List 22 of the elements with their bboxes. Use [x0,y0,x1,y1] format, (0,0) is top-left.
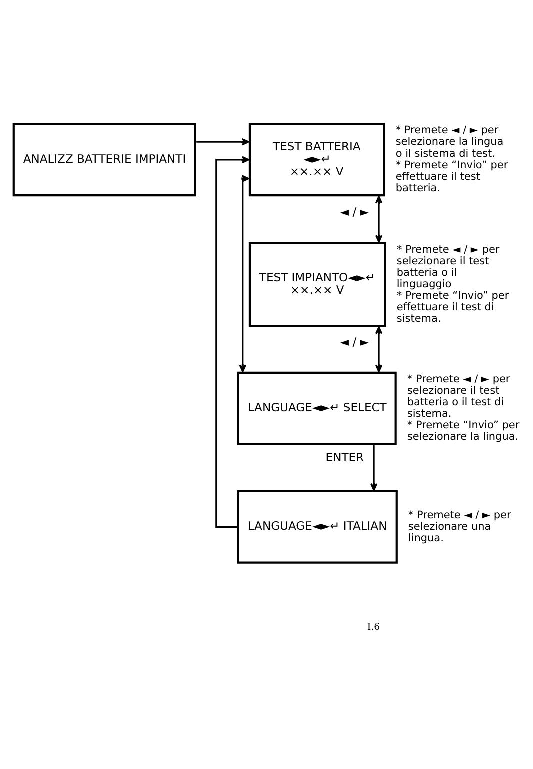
node-box: LANGUAGE◄►↵ ITALIAN [237,490,398,564]
edge-label: ENTER [326,450,364,464]
arrow [216,156,250,528]
arrow [375,326,383,372]
node-label: * Premete “Invio” per selezionare la lingua. [407,419,520,443]
node-label: * Premete ◄ / ► per selezionare il test batteria o il linguaggio [396,243,500,290]
node-box: TEST IMPIANTO◄►↵ ××.×× V [248,242,386,327]
node-label: * Premete ◄ / ► per selezionare una lingua. [408,508,512,544]
node-label: * Premete “Invio” per effettuare il test di sistema. [396,289,510,325]
edge-label: ◄ / ► [340,204,370,219]
arrow [239,174,250,372]
node-label: * Premete ◄ / ► per selezionare il test batteria o il test di sistema. [407,372,510,420]
arrow [370,444,378,491]
node-box: ANALIZZ BATTERIE IMPIANTI [12,122,196,196]
edge-label: ◄ / ► [340,334,370,349]
node-label: * Premete “Invio” per effettuare il test batteria. [396,158,508,194]
node-box: LANGUAGE◄►↵ SELECT [237,371,397,445]
arrow [375,196,383,242]
arrow [196,138,250,146]
node-box: TEST BATTERIA ◄►↵ ××.×× V [248,122,386,196]
node-label: * Premete ◄ / ► per selezionare la lingua o il sistema di test. [396,124,504,160]
label: I.6 [367,622,380,633]
